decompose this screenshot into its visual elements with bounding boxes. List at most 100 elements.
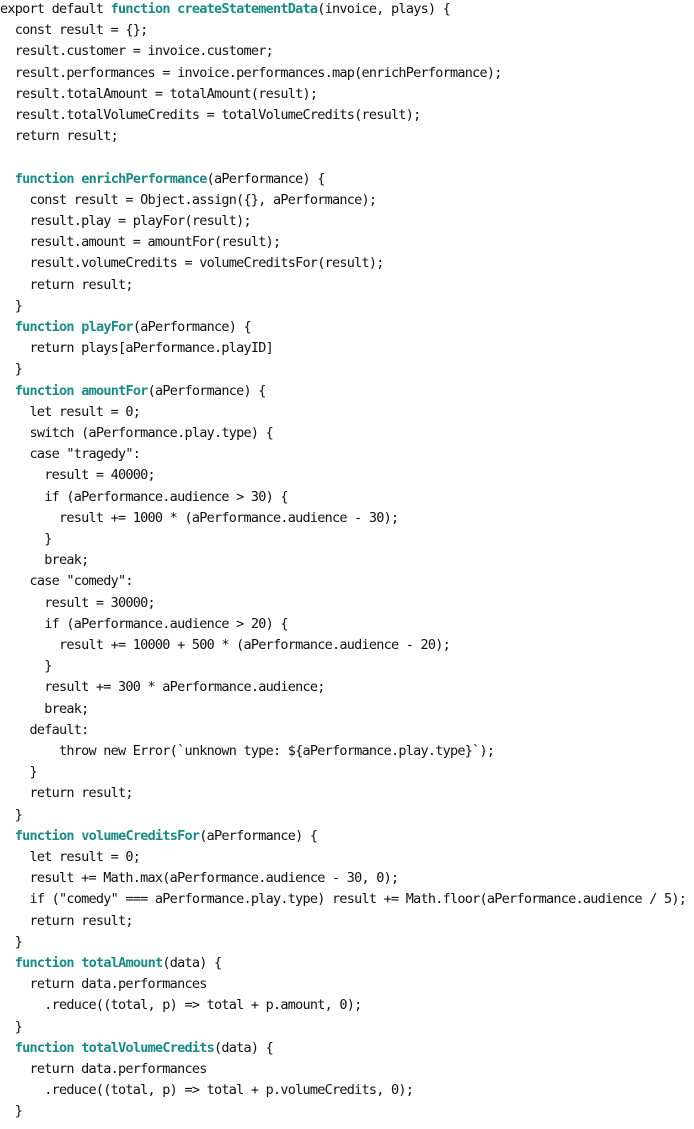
keyword-token: function [14,827,75,844]
code-line: } [0,932,23,953]
code-text: result += 300 * aPerformance.audience; [0,679,325,696]
code-line: result = 30000; [0,593,155,614]
code-text: result += 1000 * (aPerformance.audience … [0,509,399,526]
code-line: .reduce((total, p) => total + p.volumeCr… [0,1080,414,1101]
code-text: break; [0,552,89,569]
code-line: const result = Object.assign({}, aPerfor… [0,190,378,211]
code-line: function enrichPerformance(aPerformance)… [0,169,326,190]
code-line: return result; [0,911,134,932]
code-text: } [0,531,52,547]
function-name-token: volumeCreditsFor [81,827,200,844]
code-line: } [0,296,23,317]
code-text: return result; [0,128,119,145]
code-line: result = 40000; [0,465,155,486]
code-text: const result = Object.assign({}, aPerfor… [0,191,378,208]
code-text: return result; [0,276,134,293]
code-text: if (aPerformance.audience > 30) { [0,488,288,505]
code-line: function volumeCreditsFor(aPerformance) … [0,826,318,847]
code-line: result.totalAmount = totalAmount(result)… [0,84,318,105]
code-text: result.volumeCredits = volumeCreditsFor(… [0,255,385,272]
function-name-token: totalAmount [81,955,163,971]
code-text: const result = {}; [0,22,149,39]
code-line: break; [0,699,89,720]
code-text: result.play = playFor(result); [0,213,252,229]
code-line: break; [0,550,89,571]
code-text: result.customer = invoice.customer; [0,43,274,60]
code-text: let result = 0; [0,849,141,865]
code-text: (aPerformance) { [199,827,318,844]
code-text: break; [0,700,89,717]
code-line: if (aPerformance.audience > 30) { [0,487,288,508]
code-line: throw new Error(`unknown type: ${aPerfor… [0,741,495,762]
code-line: result += Math.max(aPerformance.audience… [0,868,400,889]
code-line: } [0,656,52,677]
code-line: return result; [0,126,119,147]
code-text: result = 30000; [0,594,155,611]
code-line: } [0,805,23,826]
code-text: } [0,1018,23,1035]
code-text: .reduce((total, p) => total + p.volumeCr… [0,1082,414,1099]
code-line: function amountFor(aPerformance) { [0,381,267,402]
code-text: return result; [0,785,134,802]
code-line: .reduce((total, p) => total + p.amount, … [0,995,362,1016]
code-text: return result; [0,912,134,929]
code-line: result += 10000 + 500 * (aPerformance.au… [0,635,451,656]
code-line: } [0,1101,23,1122]
code-line: result += 1000 * (aPerformance.audience … [0,508,399,529]
code-line: } [0,359,23,380]
code-line: function totalAmount(data) { [0,953,222,974]
code-line: return plays[aPerformance.playID] [0,338,274,359]
code-line: result.volumeCredits = volumeCreditsFor(… [0,253,385,274]
code-text: } [0,658,52,675]
code-text: return data.performances [0,976,208,993]
code-text: default: [0,721,90,738]
code-line: function totalVolumeCredits(data) { [0,1038,274,1059]
code-line: case "comedy": [0,571,134,592]
code-text: result += 10000 + 500 * (aPerformance.au… [0,637,451,653]
function-name-token: createStatementData [177,1,318,17]
code-text: throw new Error(`unknown type: ${aPerfor… [0,743,495,759]
code-text: .reduce((total, p) => total + p.amount, … [0,997,362,1014]
code-line: result.totalVolumeCredits = totalVolumeC… [0,105,422,126]
code-line: if (aPerformance.audience > 20) { [0,614,288,635]
code-line: return data.performances [0,974,208,995]
keyword-token: function [14,382,75,399]
code-line: let result = 0; [0,847,141,868]
code-text: (invoice, plays) { [317,1,451,17]
keyword-token: function [14,170,75,187]
code-line: result.amount = amountFor(result); [0,232,282,253]
code-text: case "comedy": [0,573,134,590]
code-text: } [0,297,23,314]
code-text: result.performances = invoice.performanc… [0,64,503,81]
code-text: result.totalAmount = totalAmount(result)… [0,85,318,102]
code-text: (aPerformance) { [147,382,267,399]
code-text: case "tragedy": [0,446,141,463]
code-text [170,1,177,17]
code-text [0,383,15,399]
code-text: } [0,764,38,781]
code-text [0,955,15,971]
code-line: return result; [0,275,134,296]
code-text: return plays[aPerformance.playID] [0,340,274,357]
keyword-token: function [14,319,75,335]
code-line: switch (aPerformance.play.type) { [0,423,274,444]
code-text: (data) { [162,955,222,971]
keyword-token: function [14,955,75,971]
function-name-token: playFor [81,319,133,335]
code-line: result.play = playFor(result); [0,211,252,232]
function-name-token: amountFor [81,382,148,399]
code-text: } [0,1103,23,1120]
code-text: return data.performances [0,1061,208,1077]
code-line: if ("comedy" === aPerformance.play.type)… [0,889,687,910]
code-line: } [0,529,52,550]
code-text [0,171,15,187]
code-text: if (aPerformance.audience > 20) { [0,615,288,632]
code-text: switch (aPerformance.play.type) { [0,425,274,441]
code-line: return result; [0,783,134,804]
code-line: } [0,1017,23,1038]
code-text: } [0,806,23,823]
function-name-token: enrichPerformance [81,170,207,187]
code-text: result.totalVolumeCredits = totalVolumeC… [0,107,422,123]
code-text [0,828,15,844]
code-line: result.customer = invoice.customer; [0,41,274,62]
